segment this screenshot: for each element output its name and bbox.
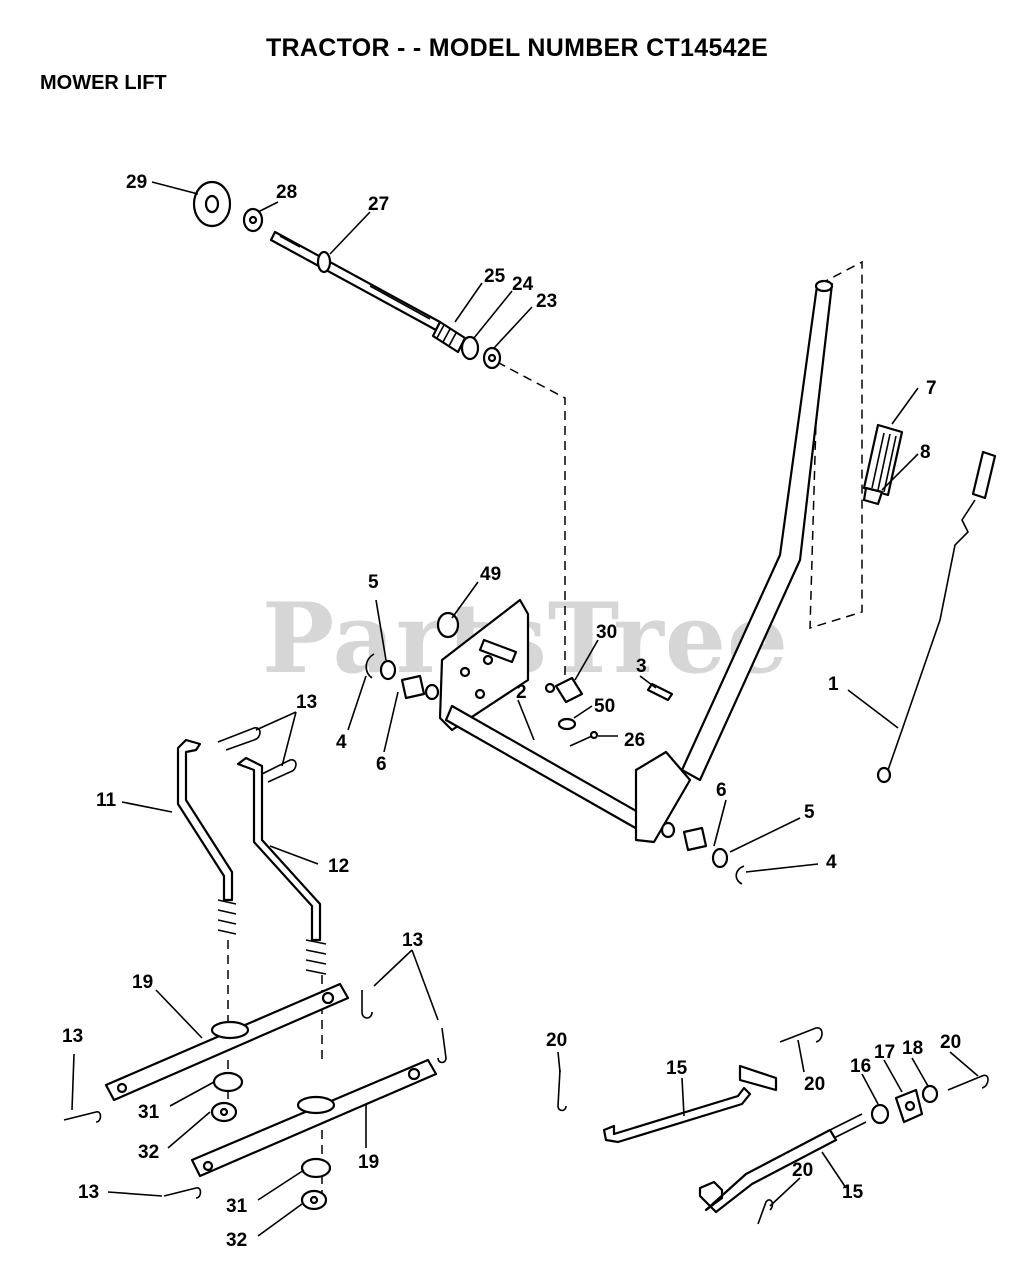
leader-lines bbox=[71, 181, 979, 1237]
callout-20: 20 bbox=[792, 1160, 813, 1181]
part-19-lift-arm-upper bbox=[104, 982, 350, 1102]
callout-2: 2 bbox=[516, 682, 527, 703]
callout-19: 19 bbox=[358, 1152, 379, 1173]
part-49-washer bbox=[436, 611, 460, 639]
callout-20: 20 bbox=[546, 1030, 567, 1051]
callout-3: 3 bbox=[636, 656, 647, 677]
callout-11: 11 bbox=[96, 790, 117, 811]
part-16-washer bbox=[870, 1103, 890, 1125]
part-32-nut-upper bbox=[210, 1101, 238, 1123]
callout-16: 16 bbox=[850, 1056, 871, 1077]
part-4-retainer-left bbox=[365, 653, 375, 679]
part-8-grip-insert bbox=[862, 486, 884, 506]
part-13-hairpin-clips bbox=[63, 727, 447, 1199]
part-28-washer bbox=[242, 207, 264, 233]
callout-7: 7 bbox=[926, 378, 937, 399]
part-31-bushing-lower bbox=[300, 1157, 332, 1179]
callout-15: 15 bbox=[666, 1058, 688, 1079]
callout-13: 13 bbox=[62, 1026, 83, 1047]
callout-31: 31 bbox=[138, 1102, 160, 1123]
part-20-clips bbox=[557, 1027, 989, 1225]
callout-17: 17 bbox=[874, 1042, 895, 1063]
callout-28: 28 bbox=[276, 182, 297, 203]
callout-50: 50 bbox=[594, 696, 615, 717]
part-1-lift-cable bbox=[876, 450, 997, 784]
callout-13: 13 bbox=[296, 692, 317, 713]
part-5-washer-right bbox=[711, 847, 729, 869]
part-30-ferrule bbox=[544, 676, 584, 704]
part-12-lift-link bbox=[236, 756, 327, 975]
part-6-bushing-right bbox=[660, 821, 708, 852]
part-15-adjust-rod-upper bbox=[602, 1064, 778, 1144]
callout-13: 13 bbox=[402, 930, 423, 951]
part-32-nut-lower bbox=[300, 1189, 328, 1211]
part-15-adjust-rod-lower bbox=[698, 1113, 867, 1214]
callout-8: 8 bbox=[920, 442, 931, 463]
callout-29: 29 bbox=[126, 172, 147, 193]
part-29-knob bbox=[192, 180, 232, 228]
part-4-retainer-right bbox=[735, 865, 745, 885]
callout-13: 13 bbox=[78, 1182, 99, 1203]
callout-numbers: 29 28 27 25 24 23 7 8 49 5 30 3 2 50 26 … bbox=[62, 172, 961, 1251]
callout-23: 23 bbox=[536, 291, 557, 312]
callout-15: 15 bbox=[842, 1182, 864, 1203]
part-27-threaded-rod bbox=[269, 230, 442, 332]
callout-12: 12 bbox=[328, 856, 349, 877]
callout-4: 4 bbox=[336, 732, 347, 753]
callout-20: 20 bbox=[804, 1074, 825, 1095]
callout-6: 6 bbox=[716, 780, 727, 801]
part-11-lift-link bbox=[176, 738, 237, 935]
callout-31: 31 bbox=[226, 1196, 248, 1217]
callout-25: 25 bbox=[484, 266, 506, 287]
callout-49: 49 bbox=[480, 564, 501, 585]
part-50-washer bbox=[557, 717, 577, 731]
pivot-bracket bbox=[438, 598, 530, 732]
callout-32: 32 bbox=[226, 1230, 247, 1251]
part-3-key bbox=[646, 682, 674, 702]
callout-6: 6 bbox=[376, 754, 387, 775]
part-24-washer bbox=[460, 335, 480, 361]
part-6-bushing-left bbox=[400, 674, 440, 701]
part-17-trunnion bbox=[894, 1088, 924, 1124]
callout-18: 18 bbox=[902, 1038, 923, 1059]
part-31-bushing-upper bbox=[212, 1071, 244, 1093]
part-26-cotter-pin bbox=[569, 730, 599, 747]
callout-5: 5 bbox=[804, 802, 815, 823]
callout-19: 19 bbox=[132, 972, 153, 993]
callout-24: 24 bbox=[512, 274, 534, 295]
callout-1: 1 bbox=[828, 674, 839, 695]
callout-26: 26 bbox=[624, 730, 645, 751]
callout-4: 4 bbox=[826, 852, 837, 873]
callout-5: 5 bbox=[368, 572, 379, 593]
callout-27: 27 bbox=[368, 194, 389, 215]
lift-handle bbox=[680, 279, 834, 782]
diagram-title: TRACTOR - - MODEL NUMBER CT14542E bbox=[265, 34, 769, 62]
part-5-washer-left bbox=[379, 659, 397, 681]
section-title: MOWER LIFT bbox=[40, 72, 167, 94]
callout-32: 32 bbox=[138, 1142, 159, 1163]
callout-30: 30 bbox=[596, 622, 617, 643]
callout-20: 20 bbox=[940, 1032, 961, 1053]
part-7-handle-grip bbox=[862, 423, 904, 497]
part-2-lift-shaft bbox=[444, 704, 692, 844]
part-25-spring bbox=[431, 320, 467, 354]
part-19-lift-arm-lower bbox=[190, 1058, 438, 1178]
alignment-lines bbox=[227, 260, 863, 1195]
part-18-nut bbox=[921, 1084, 939, 1104]
part-23-nut bbox=[482, 346, 502, 370]
